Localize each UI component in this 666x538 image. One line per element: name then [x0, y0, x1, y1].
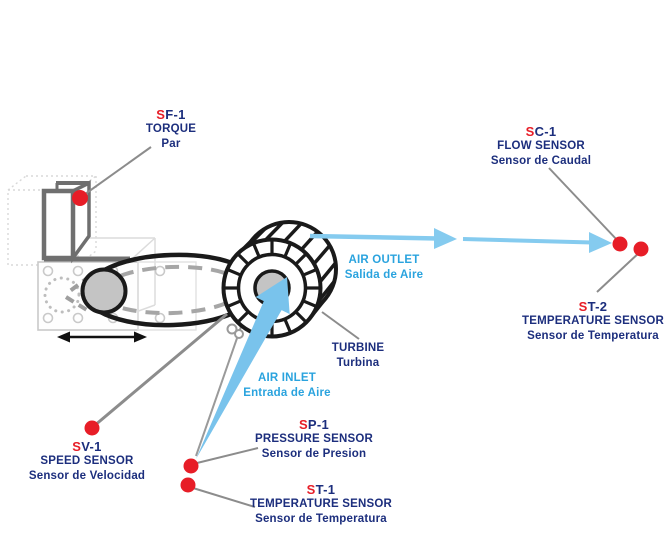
label-sp1: SP-1 PRESSURE SENSOR Sensor de Presion	[255, 417, 373, 462]
label-air-inlet: AIR INLET Entrada de Aire	[243, 371, 331, 401]
sensor-dot-st1	[180, 477, 196, 493]
flow-label-es: Entrada de Aire	[243, 387, 331, 399]
flow-label-es: Salida de Aire	[344, 269, 424, 281]
leader-line-sp1	[196, 447, 259, 464]
sensor-code-sc1: SC-1	[525, 124, 557, 139]
sensor-name-es: Sensor de Temperatura	[527, 330, 659, 342]
turbine-wheel	[221, 220, 338, 339]
sensor-name-es: Par	[161, 138, 181, 150]
sensor-dot-st2	[633, 241, 649, 257]
label-st2: ST-2 TEMPERATURE SENSOR Sensor de Temper…	[522, 299, 664, 344]
sensor-name-en: TEMPERATURE SENSOR	[249, 498, 393, 510]
component-name-en: TURBINE	[331, 342, 385, 354]
shaft-rings	[226, 323, 244, 339]
label-turbine: TURBINE Turbina	[332, 341, 385, 371]
sensor-name-es: Sensor de Presion	[261, 448, 367, 460]
sensor-dot-sf1	[72, 190, 88, 206]
flow-label-en: AIR OUTLET	[348, 254, 420, 266]
turbine-blade-segments	[223, 239, 321, 337]
leader-lines	[80, 146, 642, 508]
sensor-name-en: FLOW SENSOR	[497, 140, 585, 152]
flow-label-en: AIR INLET	[257, 372, 317, 384]
sensor-points	[72, 190, 649, 493]
label-sc1: SC-1 FLOW SENSOR Sensor de Caudal	[491, 124, 591, 169]
sensor-dot-sc1	[612, 236, 628, 252]
sensor-dot-sp1	[183, 458, 199, 474]
leader-line-sc1	[548, 167, 619, 242]
sensor-dot-sv1	[84, 420, 100, 436]
sensor-code-sf1: SF-1	[156, 107, 186, 122]
label-sv1: SV-1 SPEED SENSOR Sensor de Velocidad	[29, 439, 145, 484]
sensor-code-sv1: SV-1	[72, 439, 102, 454]
label-sf1: SF-1 TORQUE Par	[146, 107, 196, 152]
sensor-code-st2: ST-2	[578, 299, 608, 314]
air-inlet-arrow	[196, 277, 290, 459]
label-air-outlet: AIR OUTLET Salida de Aire	[345, 253, 423, 283]
rotation-dotted-circle	[43, 276, 81, 314]
sensor-name-es: Sensor de Velocidad	[28, 470, 146, 482]
leader-line-st2	[596, 250, 642, 293]
sensor-name-en: TEMPERATURE SENSOR	[521, 315, 665, 327]
air-outlet-arrow-1	[309, 228, 457, 249]
sensor-name-en: PRESSURE SENSOR	[254, 433, 374, 445]
sensor-name-es: Sensor de Caudal	[490, 155, 592, 167]
leader-line-turbine	[321, 311, 360, 340]
air-outlet-arrow-2	[462, 232, 612, 253]
sensor-name-en: SPEED SENSOR	[40, 455, 134, 467]
sensor-code-st1: ST-1	[306, 482, 336, 497]
sensor-name-en: TORQUE	[145, 123, 197, 135]
pulley	[80, 267, 128, 315]
leader-line-sf1	[80, 146, 152, 198]
sensor-name-es: Sensor de Temperatura	[255, 513, 387, 525]
sensor-code-sp1: SP-1	[298, 417, 330, 432]
travel-double-arrow	[57, 331, 147, 343]
component-name-es: Turbina	[336, 357, 380, 369]
label-st1: ST-1 TEMPERATURE SENSOR Sensor de Temper…	[250, 482, 392, 527]
leader-line-sv1	[93, 312, 228, 428]
leader-line-st1	[192, 487, 256, 508]
